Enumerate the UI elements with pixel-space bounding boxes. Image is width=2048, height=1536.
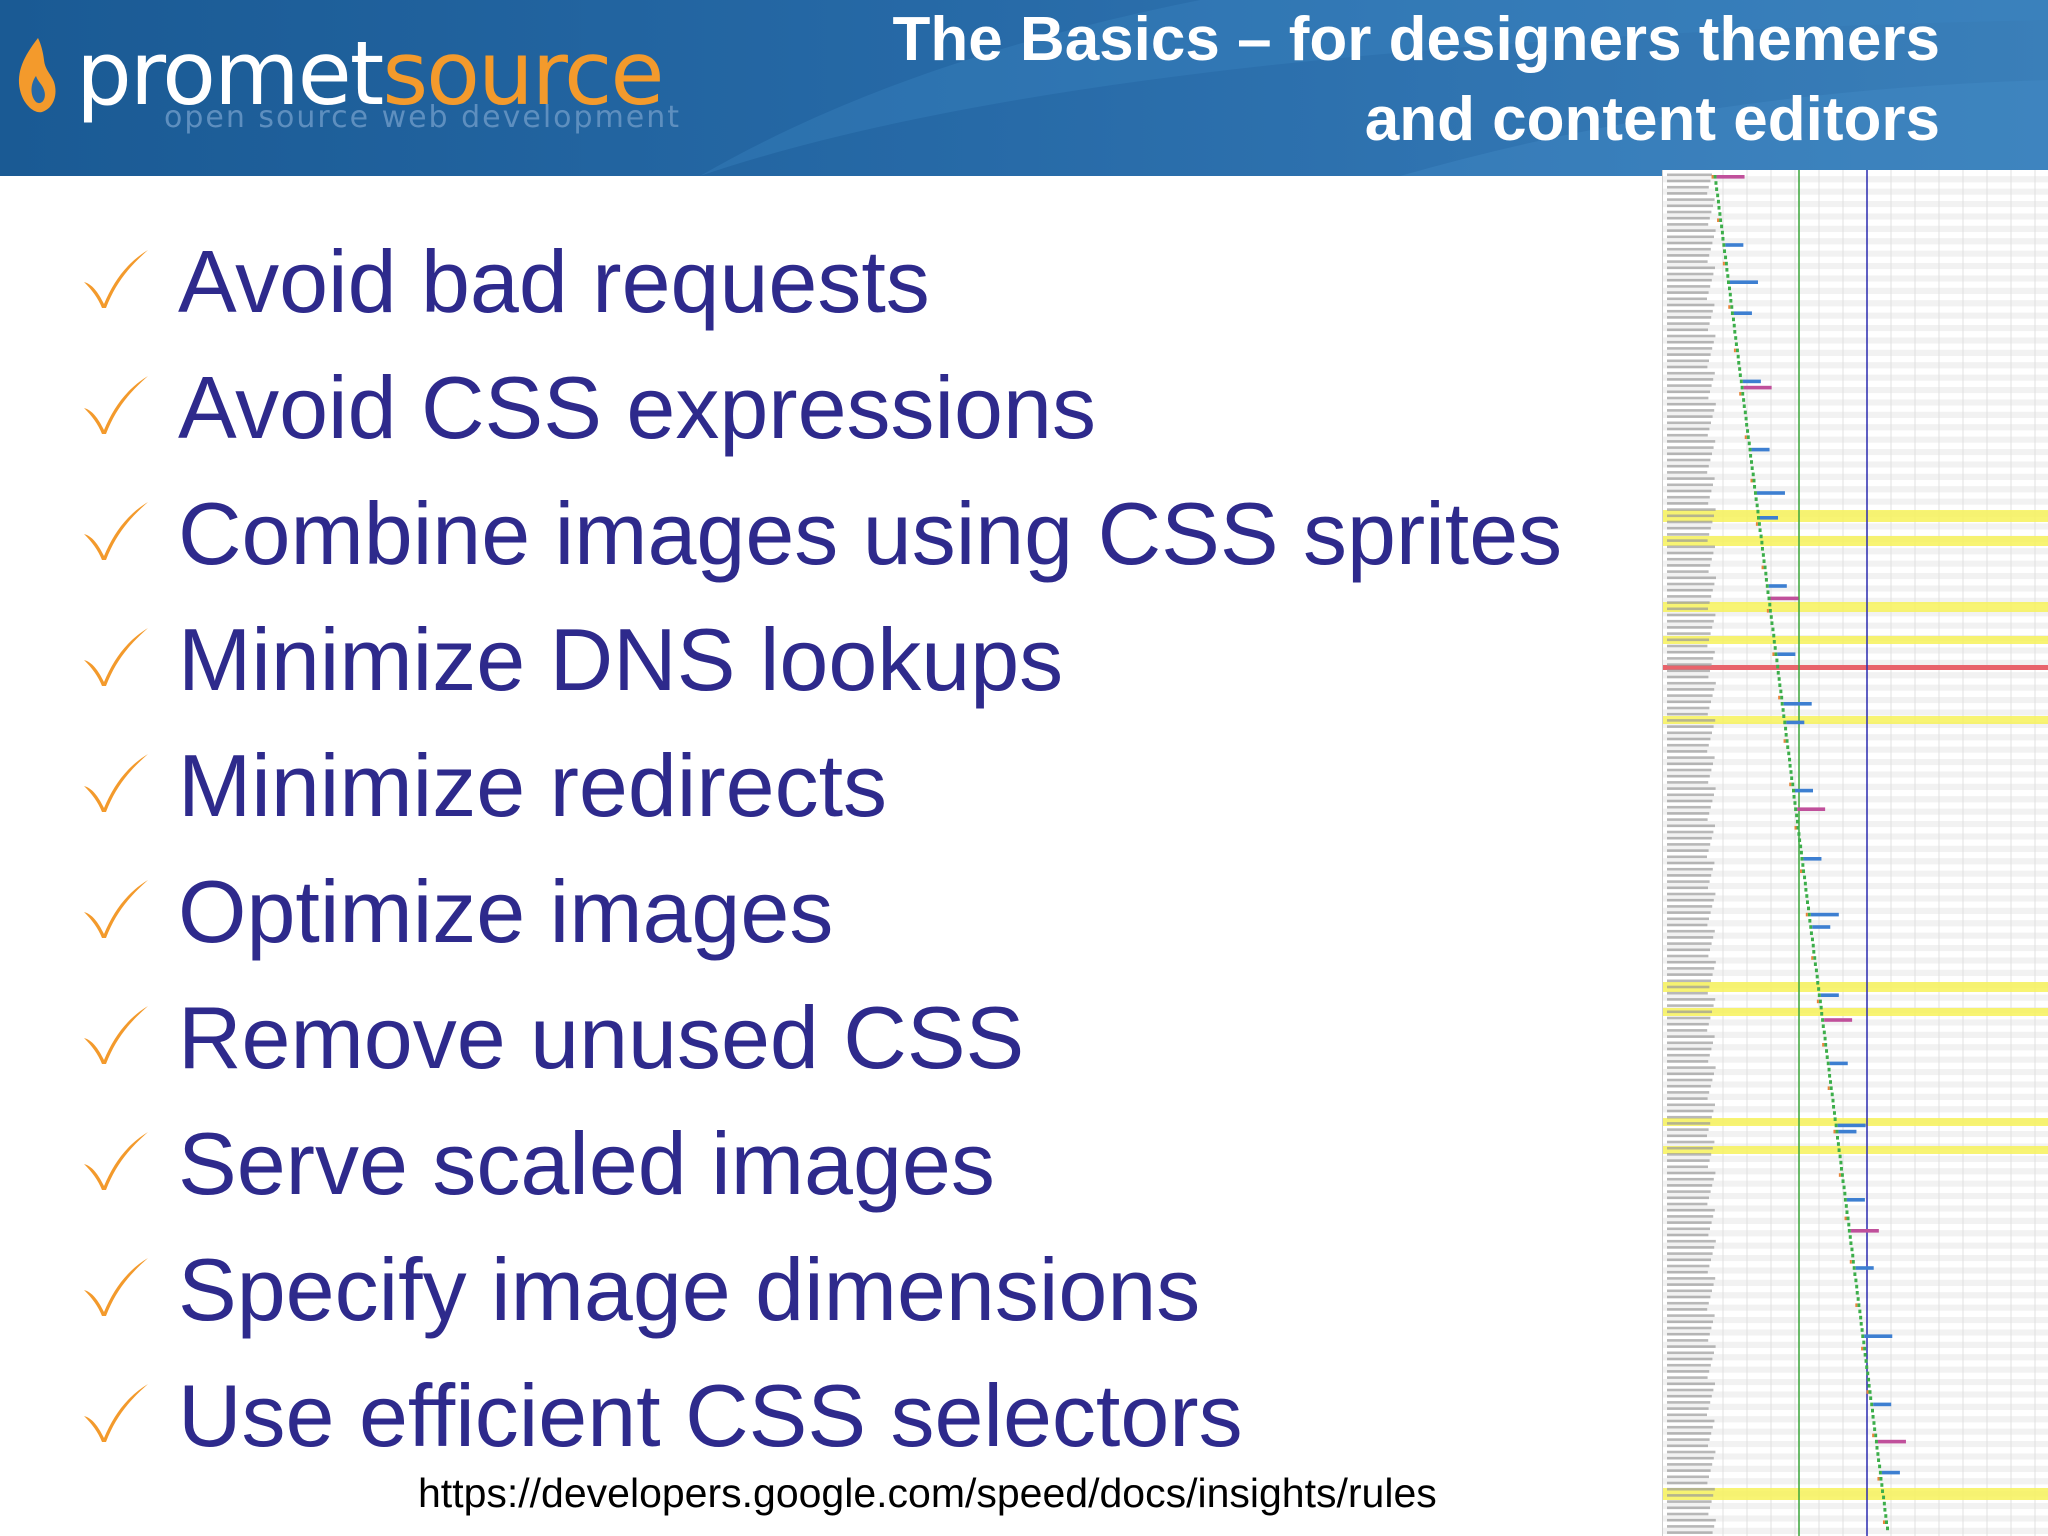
bullet-text: Optimize images xyxy=(178,862,834,961)
header-swoosh-decoration xyxy=(700,0,2048,176)
checkmark-icon xyxy=(84,502,148,560)
logo-word-promet: promet xyxy=(76,22,384,125)
checkmark-icon xyxy=(84,1132,148,1190)
checkmark-icon xyxy=(84,1384,148,1442)
logo-word-source: source xyxy=(382,22,664,125)
logo-tagline: open source web development xyxy=(164,100,682,135)
bullet-text: Serve scaled images xyxy=(178,1114,995,1213)
bullet-text: Minimize redirects xyxy=(178,736,888,835)
checkmark-icon xyxy=(84,376,148,434)
checkmark-icon xyxy=(84,1006,148,1064)
checkmark-icon xyxy=(84,754,148,812)
bullet-text: Minimize DNS lookups xyxy=(178,610,1064,709)
checkmark-icon xyxy=(84,250,148,308)
slide-title-line2: and content editors xyxy=(1364,85,1940,154)
source-url[interactable]: https://developers.google.com/speed/docs… xyxy=(418,1470,1437,1516)
bullet-text: Use efficient CSS selectors xyxy=(178,1366,1243,1465)
promet-source-logo: prometsource open source web development xyxy=(14,24,714,140)
bullet-text: Avoid bad requests xyxy=(178,232,930,331)
waterfall-graphic xyxy=(1663,170,2048,1536)
checkmark-icon xyxy=(84,1258,148,1316)
bullet-text: Avoid CSS expressions xyxy=(178,358,1096,457)
slide-title: The Basics – for designers themers and c… xyxy=(790,0,1940,160)
checkmark-icon xyxy=(84,880,148,938)
bullet-text: Specify image dimensions xyxy=(178,1240,1201,1339)
slide-header: prometsource open source web development… xyxy=(0,0,2048,176)
flame-icon xyxy=(18,38,56,113)
slide-title-line1: The Basics – for designers themers xyxy=(892,5,1940,74)
bullet-text: Remove unused CSS xyxy=(178,988,1025,1087)
logo-wordmark: prometsource xyxy=(76,22,665,125)
bullet-text: Combine images using CSS sprites xyxy=(178,484,1563,583)
waterfall-screenshot-image xyxy=(1662,170,2048,1536)
checkmark-icon xyxy=(84,628,148,686)
